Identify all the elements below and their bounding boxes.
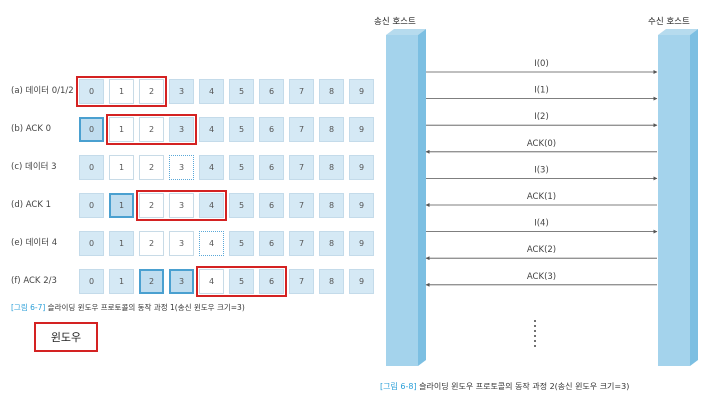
frame-cell: 6 bbox=[259, 79, 284, 104]
frame-cell: 6 bbox=[259, 155, 284, 180]
message-label: ACK(3) bbox=[527, 272, 556, 282]
frame-cell: 7 bbox=[289, 155, 314, 180]
frame-cell: 1 bbox=[109, 117, 134, 142]
frame-cell: 3 bbox=[169, 79, 194, 104]
frame-cell: 7 bbox=[289, 269, 314, 294]
frame-cell: 0 bbox=[79, 231, 104, 256]
frame-cell: 6 bbox=[259, 231, 284, 256]
figure-6-8-caption-tag: [그림 6-8] bbox=[380, 382, 417, 391]
frame-cell: 9 bbox=[349, 117, 374, 142]
message-label: ACK(1) bbox=[527, 192, 556, 202]
row-label: (f) ACK 2/3 bbox=[11, 276, 57, 286]
frame-cell: 3 bbox=[169, 193, 194, 218]
frame-cell: 0 bbox=[79, 269, 104, 294]
frame-cell: 4 bbox=[199, 155, 224, 180]
window-legend: 윈도우 bbox=[34, 322, 98, 352]
message-label: ACK(0) bbox=[527, 139, 556, 149]
frame-cell: 5 bbox=[229, 155, 254, 180]
frame-cell: 5 bbox=[229, 231, 254, 256]
frame-cell: 7 bbox=[289, 117, 314, 142]
frame-cell: 5 bbox=[229, 117, 254, 142]
sliding-window-box bbox=[106, 114, 197, 145]
message-label: I(0) bbox=[534, 59, 549, 69]
frame-cell: 1 bbox=[109, 231, 134, 256]
frame-cell: 8 bbox=[319, 231, 344, 256]
sliding-window-box bbox=[196, 266, 287, 297]
message-label: I(2) bbox=[534, 112, 549, 122]
frame-cell: 9 bbox=[349, 193, 374, 218]
frame-cell: 3 bbox=[169, 155, 194, 180]
figure-6-8-caption: [그림 6-8] 슬라이딩 윈도우 프로토콜의 동작 과정 2(송신 윈도우 크… bbox=[380, 381, 629, 392]
sender-lifeline bbox=[386, 29, 426, 366]
frame-cell: 4 bbox=[199, 117, 224, 142]
sliding-window-box bbox=[136, 190, 227, 221]
message-label: ACK(2) bbox=[527, 245, 556, 255]
frame-cell: 2 bbox=[139, 155, 164, 180]
message-label: I(4) bbox=[534, 219, 549, 229]
frame-cell: 7 bbox=[289, 193, 314, 218]
frame-cell: 5 bbox=[229, 193, 254, 218]
sender-host-label: 송신 호스트 bbox=[374, 17, 416, 27]
frame-cell: 8 bbox=[319, 79, 344, 104]
frame-cell: 9 bbox=[349, 269, 374, 294]
frame-cell: 1 bbox=[109, 155, 134, 180]
frame-cell: 6 bbox=[259, 269, 284, 294]
frame-cell: 6 bbox=[259, 193, 284, 218]
frame-cell: 2 bbox=[139, 193, 164, 218]
frame-cell: 4 bbox=[199, 193, 224, 218]
frame-cell: 7 bbox=[289, 231, 314, 256]
frame-cell: 2 bbox=[139, 79, 164, 104]
frame-cell: 0 bbox=[79, 155, 104, 180]
frame-cell: 8 bbox=[319, 117, 344, 142]
sliding-window-box bbox=[76, 76, 167, 107]
message-label: I(1) bbox=[534, 86, 549, 96]
frame-cell: 1 bbox=[109, 193, 134, 218]
frame-cell: 4 bbox=[199, 79, 224, 104]
frame-cell: 0 bbox=[79, 193, 104, 218]
frame-cell: 8 bbox=[319, 155, 344, 180]
row-label: (b) ACK 0 bbox=[11, 124, 52, 134]
frame-cell: 6 bbox=[259, 117, 284, 142]
frame-cell: 2 bbox=[139, 231, 164, 256]
frame-cell: 4 bbox=[199, 269, 224, 294]
figure-6-7-caption-text: 슬라이딩 윈도우 프로토콜의 동작 과정 1(송신 윈도우 크기=3) bbox=[45, 303, 245, 312]
frame-cell: 1 bbox=[109, 79, 134, 104]
receiver-lifeline bbox=[658, 29, 698, 366]
row-label: (d) ACK 1 bbox=[11, 200, 52, 210]
frame-cell: 2 bbox=[139, 117, 164, 142]
frame-cell: 4 bbox=[199, 231, 224, 256]
frame-cell: 1 bbox=[109, 269, 134, 294]
frame-cell: 8 bbox=[319, 269, 344, 294]
frame-cell: 5 bbox=[229, 269, 254, 294]
receiver-host-label: 수신 호스트 bbox=[648, 17, 690, 27]
frame-cell: 3 bbox=[169, 269, 194, 294]
row-label: (a) 데이터 0/1/2 bbox=[11, 86, 74, 96]
row-label: (e) 데이터 4 bbox=[11, 238, 58, 248]
figure-6-7-caption: [그림 6-7] 슬라이딩 윈도우 프로토콜의 동작 과정 1(송신 윈도우 크… bbox=[11, 302, 245, 313]
figure-6-7-caption-tag: [그림 6-7] bbox=[11, 303, 46, 312]
message-label: I(3) bbox=[534, 165, 549, 175]
frame-cell: 8 bbox=[319, 193, 344, 218]
frame-cell: 0 bbox=[79, 117, 104, 142]
frame-cell: 9 bbox=[349, 231, 374, 256]
figure-6-8-caption-text: 슬라이딩 윈도우 프로토콜의 동작 과정 2(송신 윈도우 크기=3) bbox=[416, 382, 630, 391]
frame-cell: 0 bbox=[79, 79, 104, 104]
frame-cell: 3 bbox=[169, 231, 194, 256]
frame-cell: 2 bbox=[139, 269, 164, 294]
frame-cell: 3 bbox=[169, 117, 194, 142]
frame-cell: 9 bbox=[349, 155, 374, 180]
row-label: (c) 데이터 3 bbox=[11, 162, 57, 172]
continuation-dots bbox=[534, 320, 536, 347]
frame-cell: 9 bbox=[349, 79, 374, 104]
frame-cell: 5 bbox=[229, 79, 254, 104]
frame-cell: 7 bbox=[289, 79, 314, 104]
